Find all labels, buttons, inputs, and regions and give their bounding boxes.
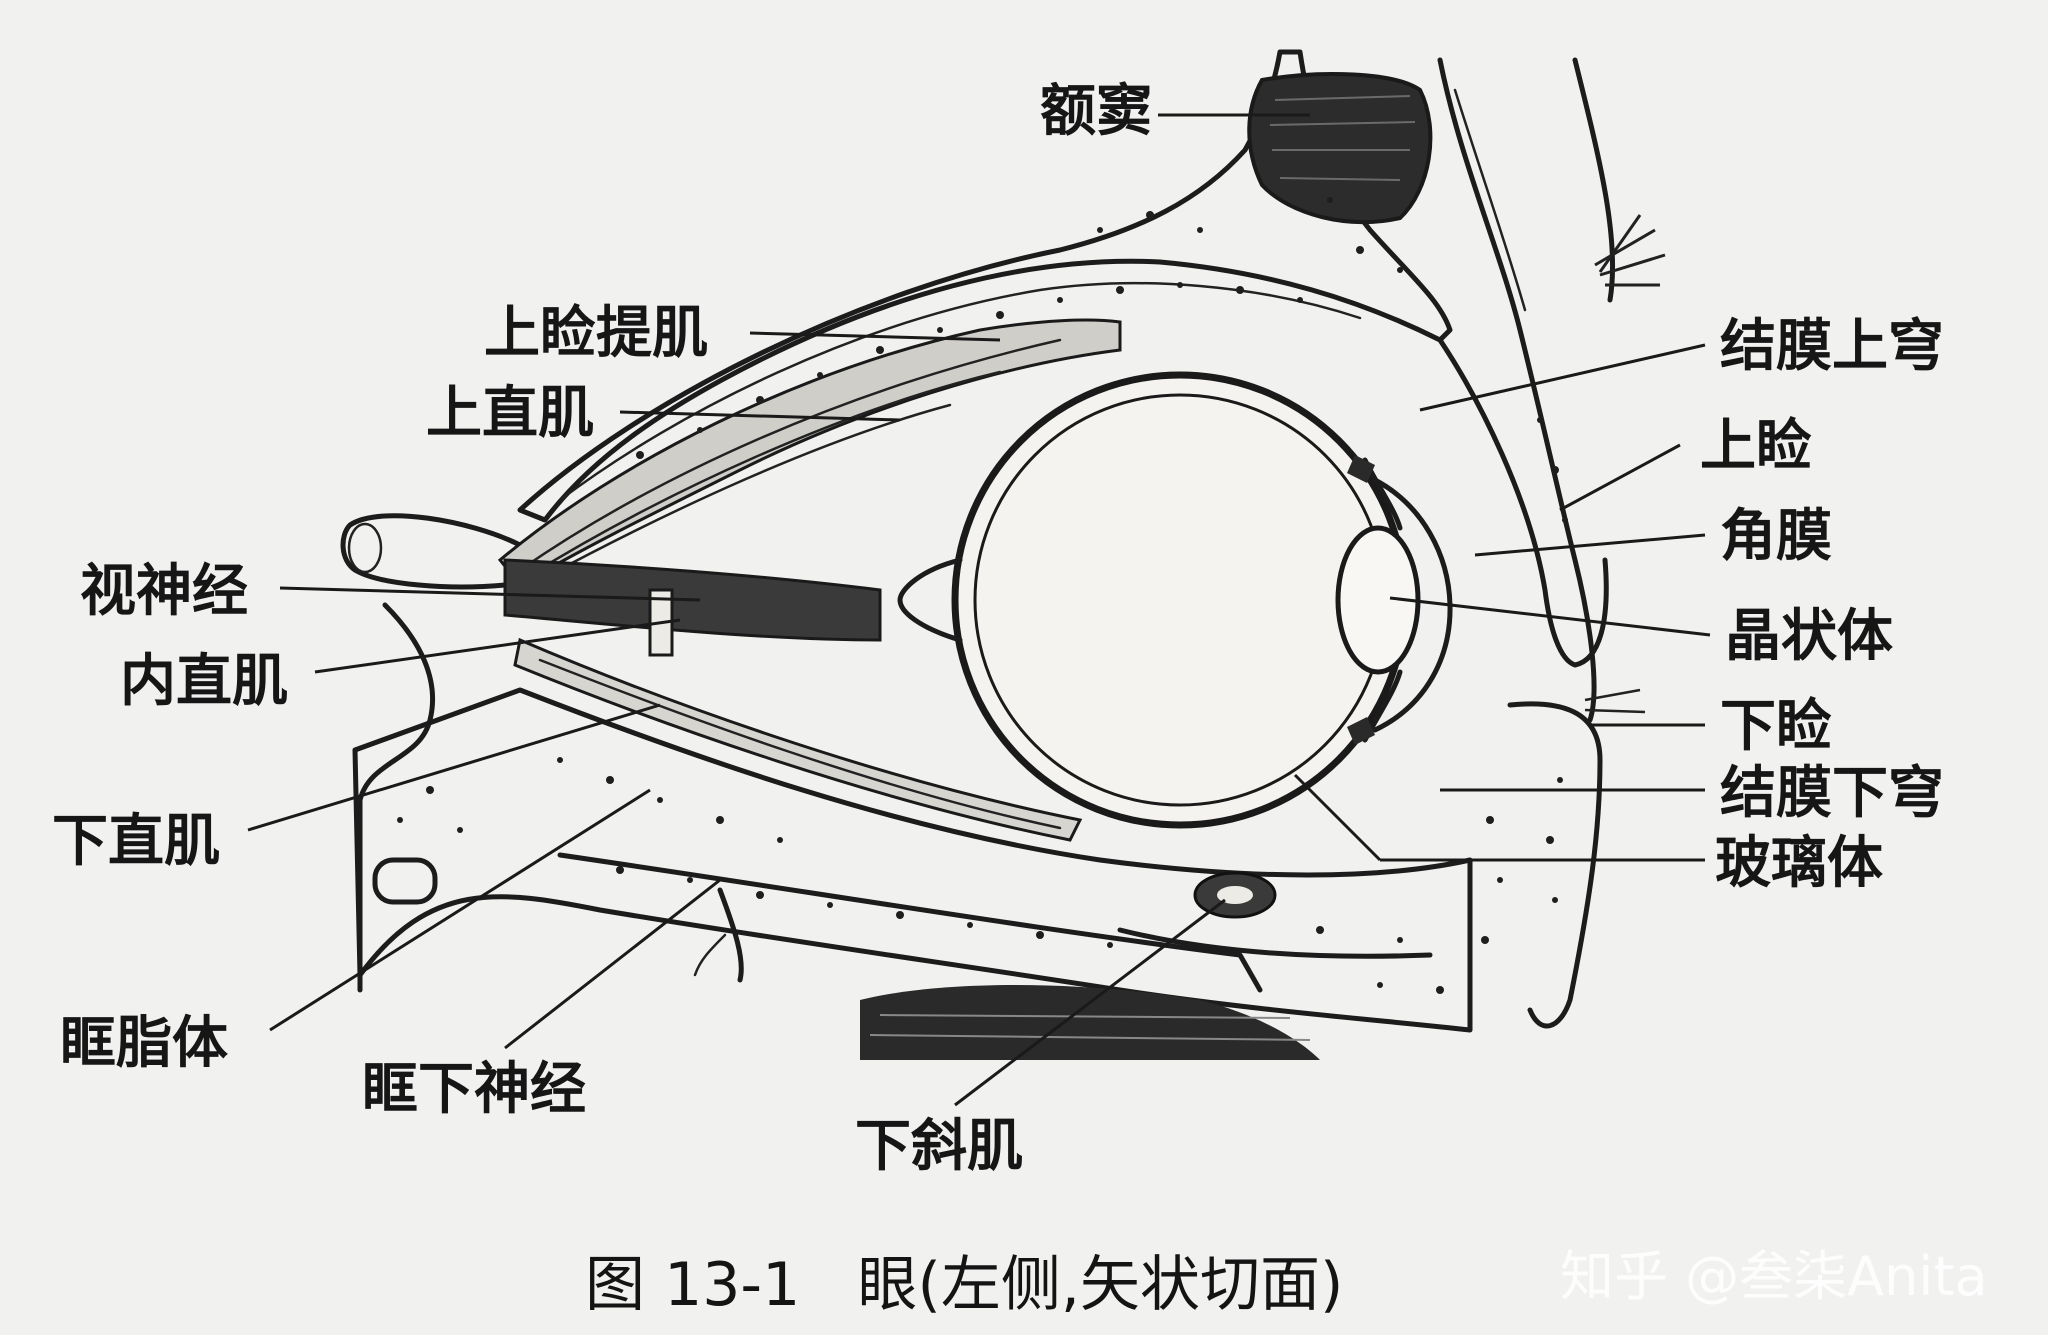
- eye-illustration: [340, 49, 1666, 1060]
- label-inferior-oblique: 下斜肌: [855, 1114, 1023, 1179]
- orbital-floor: [352, 687, 1473, 1033]
- label-medial-rectus: 内直肌: [120, 649, 288, 714]
- label-inferior-fornix: 结膜下穹: [1720, 761, 1944, 826]
- label-orbital-fat: 眶脂体: [60, 1011, 228, 1076]
- watermark: 知乎 @叁柒Anita: [1560, 1245, 1988, 1308]
- label-superior-fornix: 结膜上穹: [1720, 314, 1944, 379]
- frontal-bone: [517, 49, 1453, 523]
- maxillary-sinus: [860, 985, 1320, 1060]
- upper-eyelid-shape: [1437, 337, 1609, 668]
- frontal-sinus: [1247, 72, 1433, 225]
- label-inferior-rectus: 下直肌: [52, 809, 220, 874]
- bone-texture: [397, 197, 1568, 994]
- label-superior-rectus: 上直肌: [426, 381, 594, 446]
- lower-eyelid-shape: [1507, 701, 1603, 1029]
- labels: 额窦 上睑提肌 上直肌 视神经 内直肌 下直肌 眶脂体 眶下神经 下斜肌 结膜上…: [52, 79, 1944, 1179]
- label-infraorbital-nerve: 眶下神经: [362, 1057, 586, 1122]
- figure-caption: 图 13-1 眼(左侧,矢状切面): [585, 1250, 1343, 1320]
- label-levator-palpebrae: 上睑提肌: [484, 301, 708, 366]
- label-lens: 晶状体: [1725, 604, 1893, 669]
- label-vitreous: 玻璃体: [1715, 831, 1883, 896]
- upper-eyelashes: [1594, 214, 1666, 287]
- label-optic-nerve: 视神经: [80, 559, 248, 624]
- label-frontal-sinus: 额窦: [1040, 79, 1152, 144]
- inferior-rectus-band: [513, 637, 1083, 842]
- label-upper-eyelid: 上睑: [1700, 414, 1812, 479]
- label-cornea: 角膜: [1720, 504, 1832, 569]
- leader-lines: [247, 113, 1711, 1107]
- label-lower-eyelid: 下睑: [1720, 694, 1832, 759]
